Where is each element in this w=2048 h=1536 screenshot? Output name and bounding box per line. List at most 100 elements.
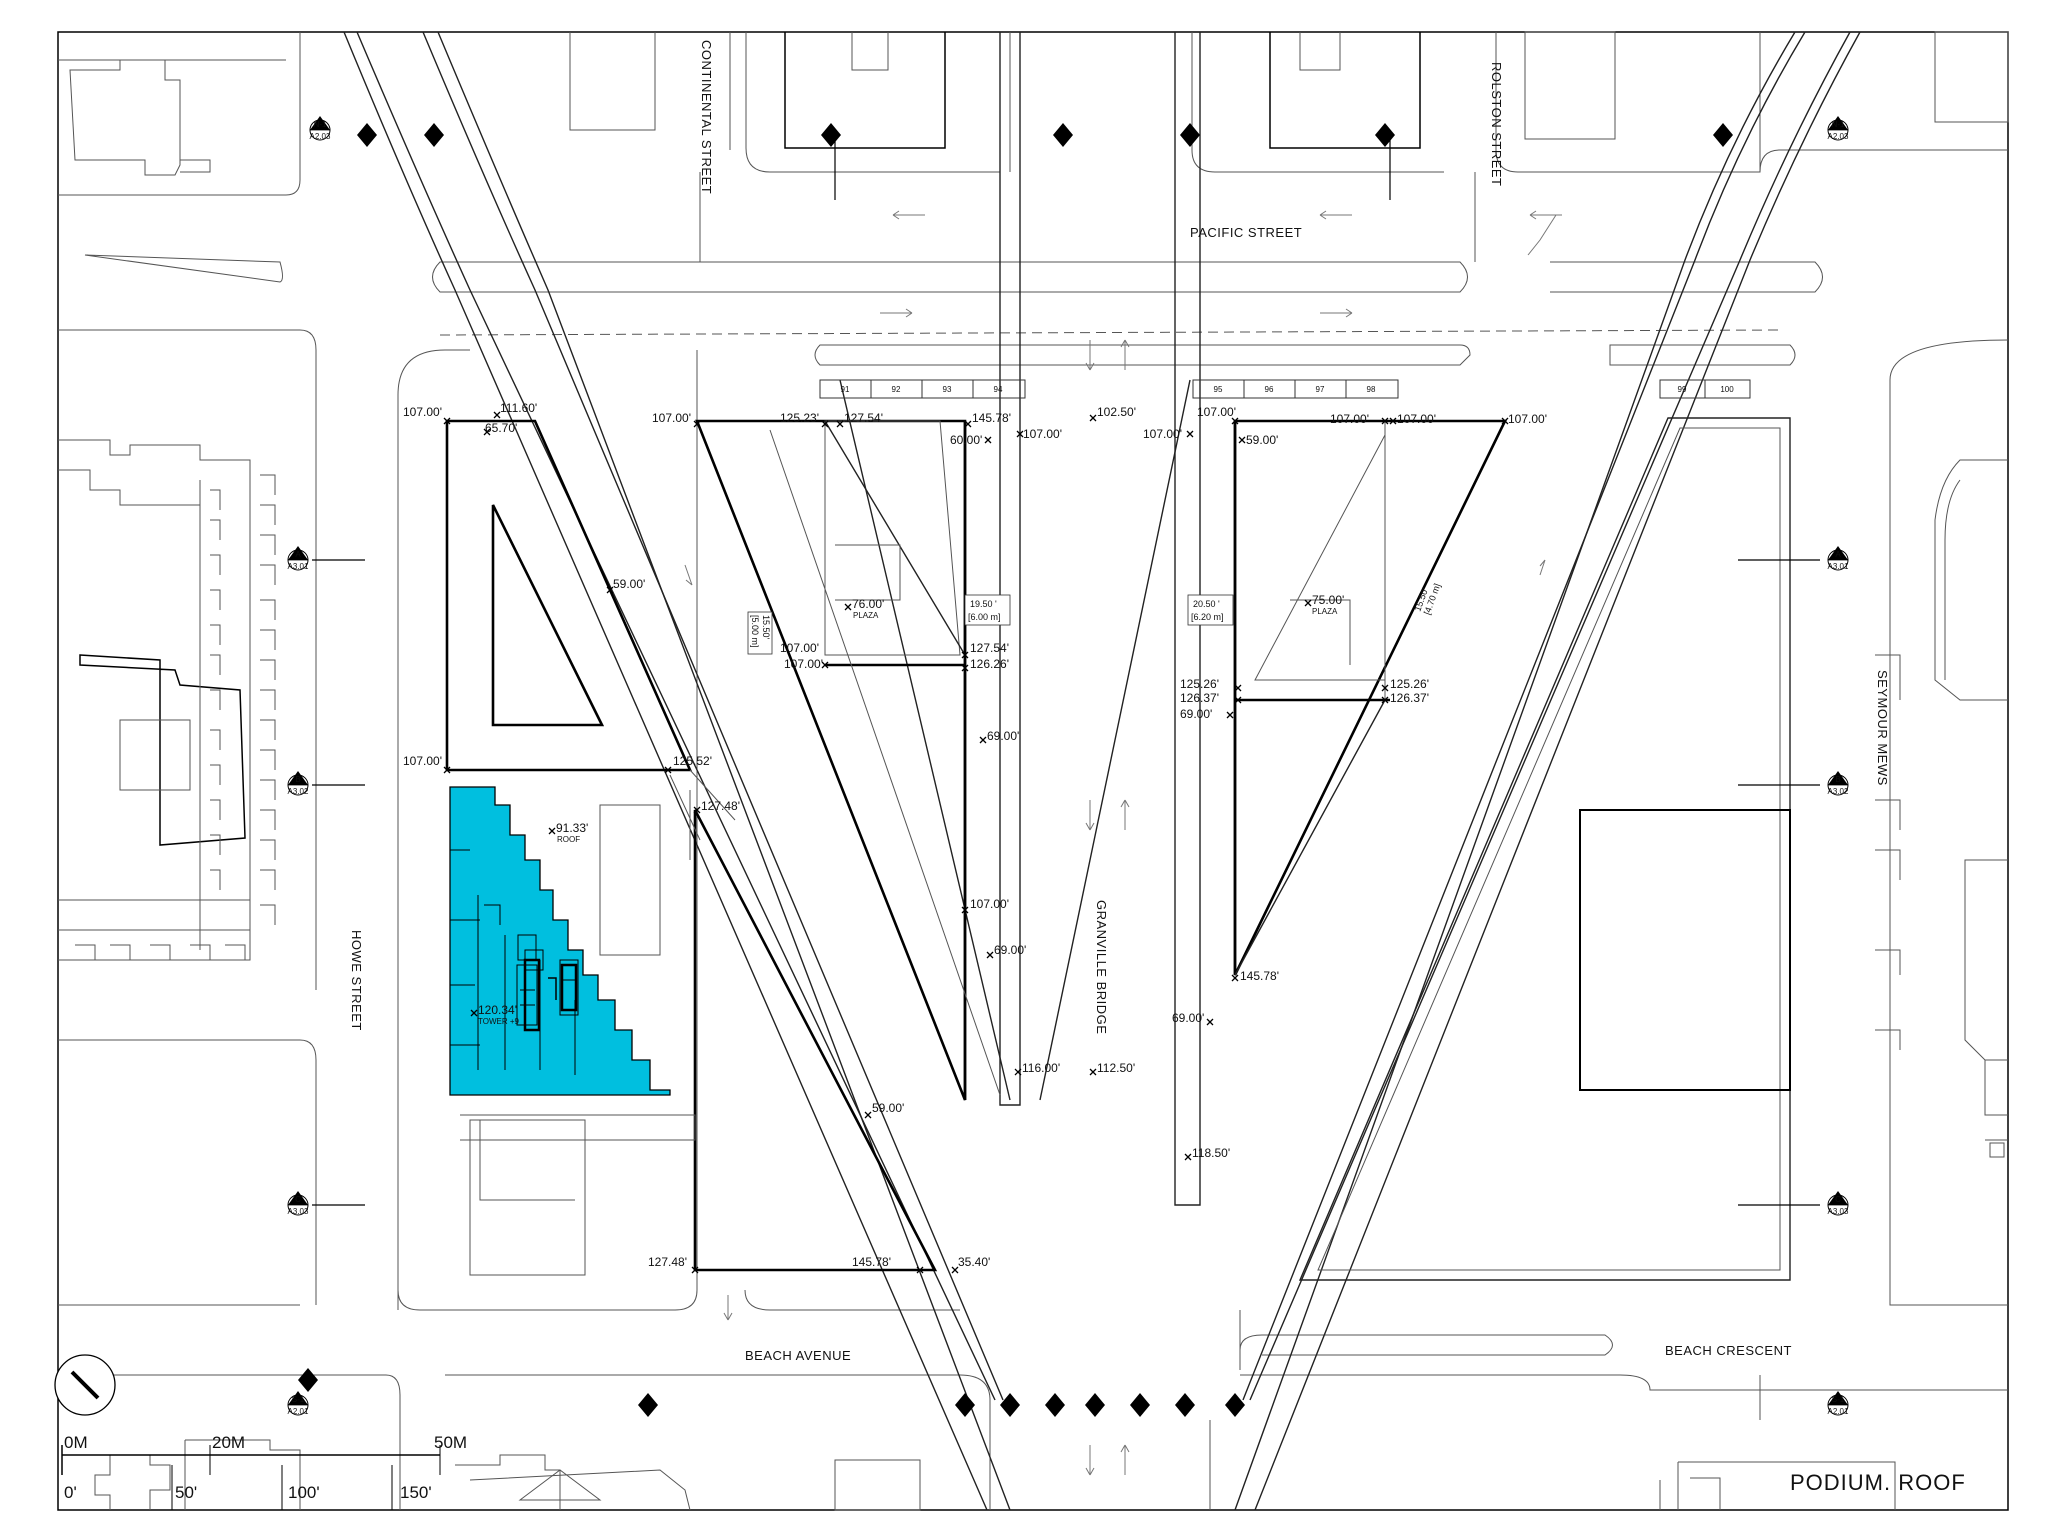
south-buildings [455,31,2009,1511]
elev-label: 107.00' [1197,405,1236,419]
setback-w-m: [5.00 m] [750,615,760,648]
marker-a-east-letter: A [1835,550,1841,559]
area-labels: 76.00' PLAZA 75.00' PLAZA 120.34' TOWER … [470,593,1344,1026]
setback-w-ft: 15.50' [761,615,771,640]
scale-150ft: 150' [400,1483,432,1502]
marker-b-west-sheet: A3.02 [288,787,309,796]
elev-label: 125.52' [673,754,712,768]
stall-99: 99 [1678,385,1687,394]
north-arrow-icon [54,1354,116,1416]
elevation-labels: 107.00' 111.60' 65.70' 59.00' 107.00' 12… [403,401,1547,1274]
label-beach-avenue: BEACH AVENUE [745,1348,851,1363]
label-beach-crescent: BEACH CRESCENT [1665,1343,1792,1358]
stall-95: 95 [1214,385,1223,394]
scale-100ft: 100' [288,1483,320,1502]
scale-bar: 0M 20M 50M 0' 50' 100' 150' [61,1433,467,1510]
parking-stalls: 91 92 93 94 95 96 97 98 99 100 [819,379,1751,399]
elev-label: 127.48' [701,799,740,813]
elev-label: 65.70' [485,421,517,435]
elev-label: 107.00' [1330,412,1369,426]
section-markers: A A3.01 B A3.02 C A3.03 A A3.01 B A3.02 … [287,115,1849,1417]
stall-91: 91 [841,385,850,394]
stall-98: 98 [1367,385,1376,394]
scale-50m: 50M [434,1433,467,1452]
elev-label: 35.40' [958,1255,990,1269]
elev-label: 145.78' [852,1255,891,1269]
label-seymour-mews: SEYMOUR MEWS [1875,670,1890,786]
marker-c-west-letter: C [295,1195,301,1204]
setback-e-m: [6.20 m] [1191,612,1224,622]
marker-a-west-letter: A [295,550,301,559]
elev-label: 107.00' [1397,412,1436,426]
setback-c-m: [6.00 m] [968,612,1001,622]
east-building [1875,459,2008,1158]
plaza-east-label: PLAZA [1312,607,1338,616]
elev-label: 107.00' [403,754,442,768]
elev-label: 112.50' [1097,1061,1135,1075]
marker-s1-east-sheet: A2.01 [1828,1407,1849,1416]
marker-c-east-letter: C [1835,1195,1841,1204]
scale-0ft: 0' [64,1483,77,1502]
marker-b-west-letter: B [295,775,300,784]
sheet-border [57,31,2009,1511]
elev-label: 126.37' [1180,691,1219,705]
elev-label: 107.00' [780,641,819,655]
west-buildings [58,59,301,1510]
curbs [58,32,2009,1510]
marker-b-east-letter: B [1835,775,1840,784]
elev-label: 69.00' [987,729,1019,743]
marker-n1-east-letter: N-1 [1832,120,1845,129]
elev-label: 60.00' [950,433,982,447]
marker-s1-west-sheet: A2.01 [288,1407,309,1416]
elev-label: 69.00' [1180,707,1212,721]
elev-label: 107.00' [652,411,691,425]
elev-label: 127.54' [844,411,883,425]
elev-label: 118.50' [1192,1146,1230,1160]
marker-a-west-sheet: A3.01 [288,562,309,571]
elev-label: 107.00' [1023,427,1062,441]
marker-n1-west-sheet: A2.03 [310,132,331,141]
tower-footprint [449,786,671,1096]
plaza-east-elev: 75.00' [1312,593,1344,607]
marker-c-east-sheet: A3.03 [1828,1207,1849,1216]
street-labels: CONTINENTAL STREET ROLSTON STREET PACIFI… [349,40,1890,1363]
traffic-arrows [684,210,1562,1476]
site-block-center [695,419,1001,1101]
stall-97: 97 [1316,385,1325,394]
roof-elev: 91.33' [556,821,588,835]
stall-92: 92 [892,385,901,394]
stall-93: 93 [943,385,952,394]
marker-s1-west-letter: S-1 [292,1395,305,1404]
marker-s1-east-letter: S-1 [1832,1395,1845,1404]
elev-label: 107.00' [784,657,823,671]
elev-label: 125.26' [1180,677,1219,691]
elev-label: 145.78' [1240,969,1279,983]
elev-label: 107.00' [1508,412,1547,426]
elev-label: 116.00' [1022,1061,1060,1075]
label-howe-street: HOWE STREET [349,930,364,1031]
marker-b-east-sheet: A3.02 [1828,787,1849,796]
elev-label: 127.54' [970,641,1009,655]
elev-label: 107.00' [1143,427,1182,441]
elev-label: 126.37' [1390,691,1429,705]
bridge-ramps [343,31,1861,1511]
setback-dims: 15.50' [5.00 m] 19.50 ' [6.00 m] 20.50 '… [747,582,1442,655]
elev-label: 125.23' [780,411,819,425]
marker-n1-west-letter: N-1 [314,120,327,129]
elev-label: 111.60' [500,401,537,415]
plaza-west-label: PLAZA [853,611,879,620]
elev-label: 69.00' [994,943,1026,957]
elev-label: 107.00' [970,897,1009,911]
site-block-west [445,419,938,1276]
block-southeast [1298,417,1791,1281]
marker-a-east-sheet: A3.01 [1828,562,1849,571]
label-continental-street: CONTINENTAL STREET [699,40,714,194]
tower-elev: 120.34' [478,1003,517,1017]
tower-label: TOWER +9 [478,1017,520,1026]
plaza-west-elev: 76.00' [852,597,884,611]
elev-label: 107.00' [403,405,442,419]
elev-label: 126.26' [970,657,1009,671]
label-granville-bridge: GRANVILLE BRIDGE [1094,900,1109,1034]
elev-label: 127.48' [648,1255,687,1269]
stall-96: 96 [1265,385,1274,394]
